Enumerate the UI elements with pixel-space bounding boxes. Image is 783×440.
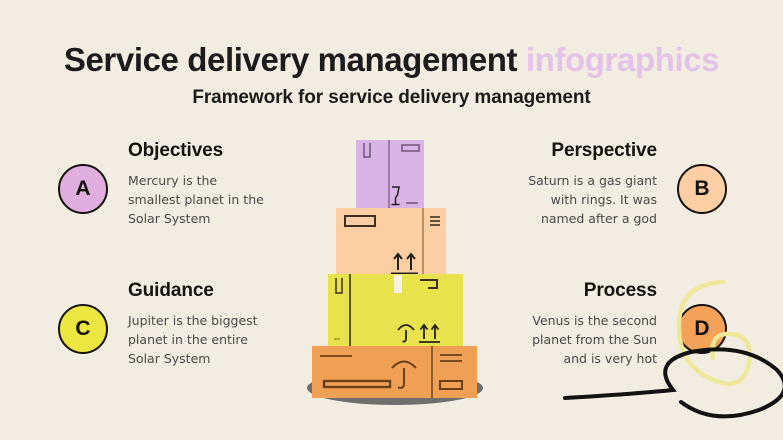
keep-dry-umbrella-icon xyxy=(397,324,415,343)
info-item-a-body: Mercury is the smallest planet in the So… xyxy=(128,173,264,226)
info-item-b-heading: Perspective xyxy=(551,140,657,161)
info-item-d-heading: Process xyxy=(583,280,657,301)
info-item-b-body: Saturn is a gas giant with rings. It was… xyxy=(528,173,657,226)
page-title: Service delivery management infographics xyxy=(0,41,783,78)
info-item-c[interactable]: C Guidance Jupiter is the biggest planet… xyxy=(58,280,358,368)
info-item-b[interactable]: B Perspective Saturn is a gas giant with… xyxy=(427,140,727,228)
info-item-c-heading: Guidance xyxy=(128,280,214,301)
box-second xyxy=(336,208,446,275)
title-block: Service delivery management infographics… xyxy=(0,41,783,109)
info-item-b-texts: Perspective Saturn is a gas giant with r… xyxy=(427,140,657,228)
page-title-accent: infographics xyxy=(525,41,720,78)
badge-a: A xyxy=(58,164,108,214)
info-item-a[interactable]: A Objectives Mercury is the smallest pla… xyxy=(58,140,358,228)
info-item-c-texts: Guidance Jupiter is the biggest planet i… xyxy=(128,280,358,368)
keep-dry-umbrella-icon-large xyxy=(391,360,417,389)
stacked-boxes-illustration xyxy=(280,125,510,410)
page-title-main: Service delivery management xyxy=(63,41,518,78)
badge-b: B xyxy=(677,164,727,214)
info-item-c-body: Jupiter is the biggest planet in the ent… xyxy=(128,313,258,366)
badge-d: D xyxy=(677,304,727,354)
box-bottom xyxy=(312,346,477,398)
info-item-a-texts: Objectives Mercury is the smallest plane… xyxy=(128,140,358,228)
badge-c: C xyxy=(58,304,108,354)
box-third xyxy=(328,274,463,346)
this-way-up-icon xyxy=(391,252,418,275)
page-subtitle: Framework for service delivery managemen… xyxy=(192,87,591,109)
box-top xyxy=(356,140,424,208)
info-item-a-heading: Objectives xyxy=(128,140,224,161)
fragile-glass-icon xyxy=(391,186,400,206)
